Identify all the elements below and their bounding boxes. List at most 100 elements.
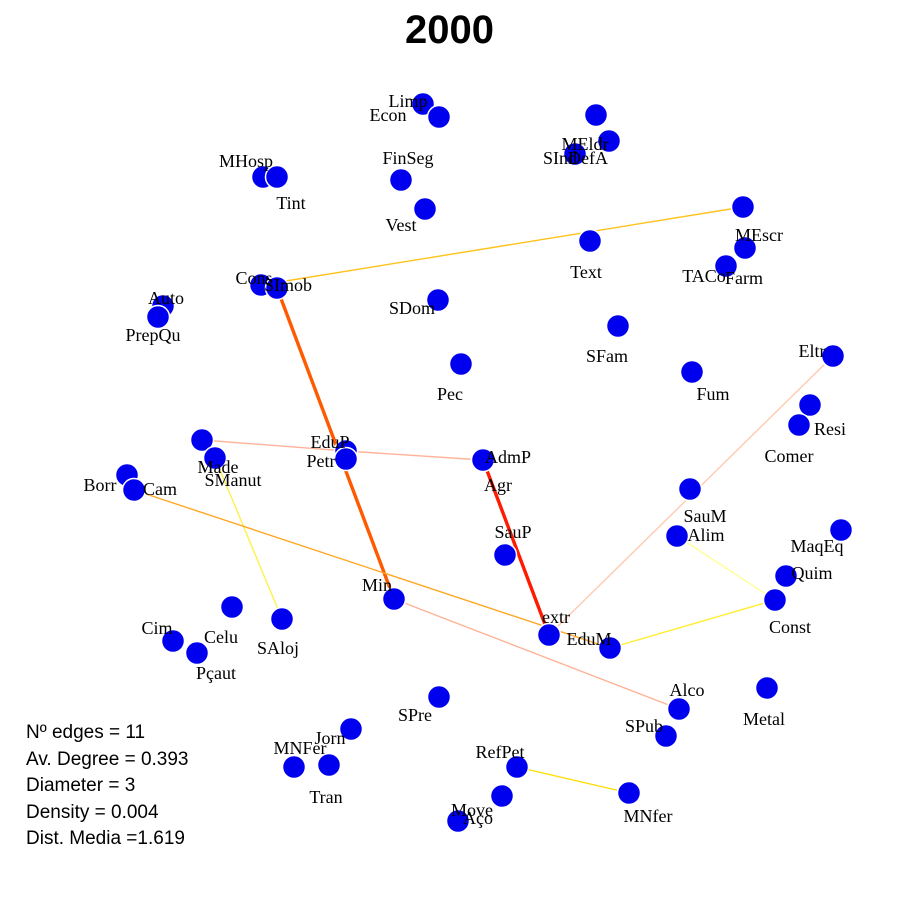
node-MNFer[interactable] [281,754,307,780]
node-DefA[interactable] [596,128,622,154]
node-SFam[interactable] [605,313,631,339]
node-label-Fum: Fum [696,384,729,404]
node-SPub[interactable] [653,723,679,749]
edge-EduM-Const [609,599,776,649]
node-RefPet[interactable] [504,754,530,780]
node-label-Auto: Auto [148,288,184,308]
node-Min[interactable] [381,586,407,612]
node-label-Vest: Vest [386,215,417,235]
node-Pcaut[interactable] [184,640,210,666]
node-Agr[interactable] [470,447,496,473]
node-SauM[interactable] [677,476,703,502]
node-SImob[interactable] [264,275,290,301]
edge-Min-Alco [393,598,680,710]
nodes-layer [114,91,854,834]
node-Move[interactable] [489,783,515,809]
node-Vest[interactable] [412,196,438,222]
node-Cim[interactable] [160,628,186,654]
node-SDom[interactable] [425,287,451,313]
node-label-SauP: SauP [494,522,531,542]
node-Celu[interactable] [219,594,245,620]
node-label-Resi: Resi [814,419,846,439]
node-label-MNfer: MNfer [624,806,673,826]
node-Econ[interactable] [426,104,452,130]
node-label-Agr: Agr [484,475,512,495]
node-Pec[interactable] [448,351,474,377]
node-FinSeg[interactable] [388,167,414,193]
node-label-Pcaut: Pçaut [196,663,236,683]
node-SPre[interactable] [426,684,452,710]
edge-AdmP-extr [481,459,551,636]
node-label-EduP: EduP [310,432,349,452]
node-label-Jorn: Jorn [315,728,346,748]
edge-RefPet-MNfer [516,766,630,794]
node-label-extr: extr [542,607,570,627]
node-Petr[interactable] [333,446,359,472]
node-label-Borr: Borr [84,475,117,495]
node-Eltr[interactable] [820,343,846,369]
node-label-Lim: Limp [389,91,428,111]
node-MEscr[interactable] [730,194,756,220]
node-Const[interactable] [762,587,788,613]
node-SAloj[interactable] [269,606,295,632]
node-Made[interactable] [189,427,215,453]
node-label-AdmP: AdmP [485,447,531,467]
stat-diameter: Diameter = 3 [26,775,136,796]
node-label-Min: Min [362,575,392,595]
node-Tint[interactable] [264,164,290,190]
node-Alco[interactable] [666,696,692,722]
node-label-Tran: Tran [309,787,342,807]
node-Tran[interactable] [316,752,342,778]
node-MaqEq[interactable] [828,517,854,543]
node-Metal[interactable] [754,675,780,701]
stat-mean-distance: Dist. Media =1.619 [26,828,185,849]
node-MEldr[interactable] [583,102,609,128]
node-Fum[interactable] [679,359,705,385]
node-MNfer[interactable] [616,780,642,806]
node-label-Quim: Quim [791,563,832,583]
node-label-Farm: Farm [725,268,763,288]
node-label-EduM: EduM [567,629,612,649]
node-Aco[interactable] [445,808,471,834]
node-label-Petr: Petr [307,451,336,471]
node-label-Celu: Celu [204,627,238,647]
node-label-Pec: Pec [437,384,463,404]
node-label-SImob: SImob [264,275,312,295]
node-SInd[interactable] [562,141,588,167]
node-PrepQu[interactable] [145,304,171,330]
node-label-Alim: Alim [687,525,724,545]
edge-Cons-MEscr [260,206,744,286]
edge-SImob-Min [275,287,396,600]
node-TACo[interactable] [713,253,739,279]
edge-SManut-SAloj [214,457,283,620]
node-label-TACo: TACo [682,266,726,286]
node-label-SInd: SInd [543,148,577,168]
node-label-SPre: SPre [398,705,432,725]
node-label-Comer: Comer [765,446,814,466]
node-label-FinSeg: FinSeg [382,148,433,168]
node-Quim[interactable] [773,563,799,589]
node-SauP[interactable] [492,542,518,568]
node-Resi[interactable] [797,392,823,418]
node-Comer[interactable] [786,412,812,438]
node-label-SauM: SauM [683,506,726,526]
node-Cam[interactable] [121,477,147,503]
node-Farm[interactable] [732,235,758,261]
node-label-Move: Move [451,800,493,820]
node-label-SDom: SDom [389,298,435,318]
node-Jorn[interactable] [338,716,364,742]
graph-title: 2000 [405,8,494,52]
node-Text[interactable] [577,228,603,254]
node-label-Made: Made [198,457,239,477]
stat-edges: Nº edges = 11 [26,722,146,743]
node-Lim[interactable] [410,91,436,117]
edges-layer [133,206,834,794]
node-EduM[interactable] [597,635,623,661]
node-extr[interactable] [536,622,562,648]
node-Alim[interactable] [664,523,690,549]
node-label-PrepQu: PrepQu [126,325,181,345]
node-label-Const: Const [769,617,811,637]
node-SManut[interactable] [202,445,228,471]
node-label-Cons: Cons [235,268,272,288]
